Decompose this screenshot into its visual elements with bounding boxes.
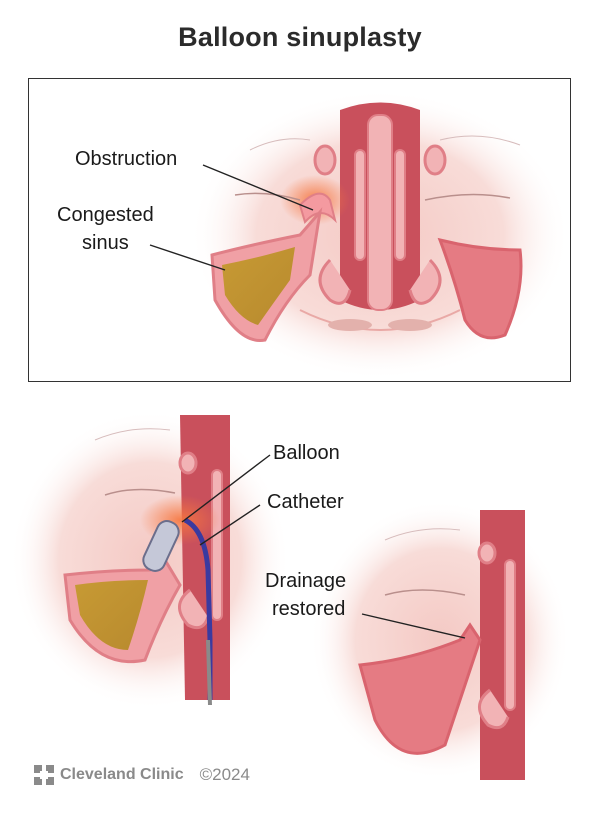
label-obstruction: Obstruction bbox=[75, 148, 178, 170]
before-illustration bbox=[149, 90, 570, 380]
after-illustration bbox=[310, 500, 570, 780]
label-congested-line2: sinus bbox=[82, 232, 129, 254]
label-drainage-line1: Drainage bbox=[265, 570, 347, 592]
cleveland-clinic-logo-icon bbox=[34, 765, 54, 785]
diagram-title: Balloon sinuplasty bbox=[178, 22, 422, 52]
before-panel-frame bbox=[28, 78, 571, 382]
footer-copyright: ©2024 bbox=[199, 765, 250, 784]
footer: Cleveland Clinic ©2024 bbox=[34, 765, 250, 785]
footer-brand: Cleveland Clinic bbox=[60, 766, 184, 783]
label-congested-line1: Congested bbox=[57, 204, 154, 226]
label-drainage-line2: restored bbox=[272, 598, 346, 620]
during-illustration bbox=[10, 410, 290, 710]
label-catheter: Catheter bbox=[267, 491, 344, 513]
label-balloon: Balloon bbox=[273, 442, 340, 464]
